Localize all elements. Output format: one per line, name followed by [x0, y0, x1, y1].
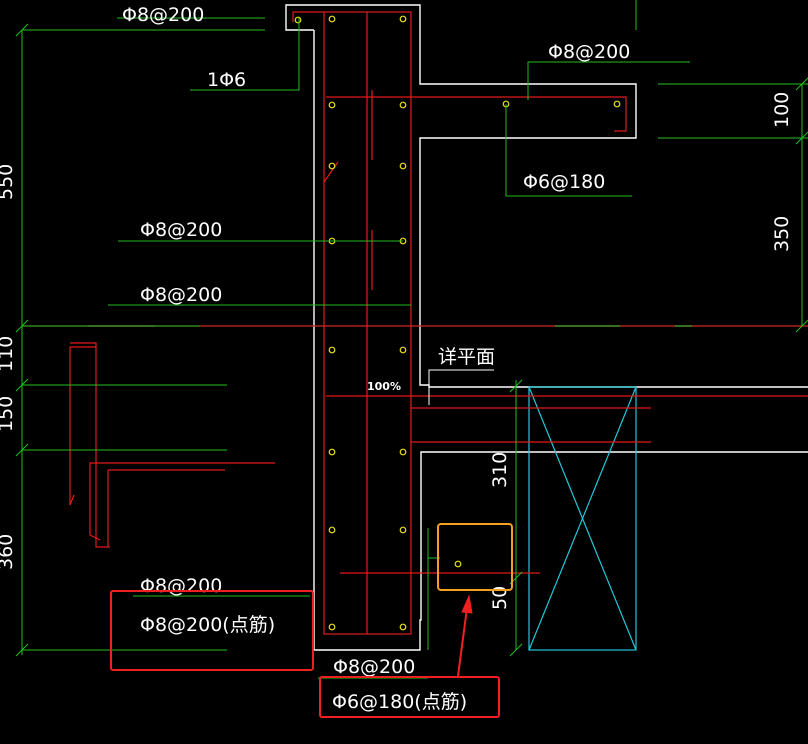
dimension-labels: 100 350 310 50 550 110 150 360: [0, 92, 793, 610]
left-hook-rebar: [69, 342, 97, 506]
label-bottom-phi8-200: Φ8@200: [140, 575, 222, 597]
left-l-rebar: [89, 462, 275, 541]
dim-mid-310: 310: [489, 452, 511, 488]
rebar-dots: [294, 15, 621, 631]
label-bottom-phi8-200-dots: Φ8@200(点筋): [140, 614, 275, 636]
dim-left-110: 110: [0, 336, 17, 372]
highlight-left-dots-box: [110, 590, 314, 671]
highlight-arrow-head: [461, 594, 473, 614]
dim-mid-50: 50: [489, 586, 511, 610]
label-left-phi8-200-b: Φ8@200: [140, 284, 222, 306]
rebar-lines: [22, 11, 808, 635]
label-bottom-phi8-200-b: Φ8@200: [333, 656, 415, 678]
label-percent: 100%: [367, 380, 401, 393]
label-bottom-phi6-180-dots: Φ6@180(点筋): [332, 691, 467, 713]
opening-box-x: [528, 386, 637, 651]
dim-left-150: 150: [0, 396, 17, 432]
label-detail-plan: 详平面: [438, 346, 495, 368]
detail-plan-leader: [428, 369, 494, 405]
highlight-bottom-dots-box: [319, 676, 500, 718]
rebar-labels: Φ8@200 1Φ6 Φ8@200 Φ6@180 Φ8@200 Φ8@200 详…: [122, 4, 630, 713]
dim-left-550: 550: [0, 164, 17, 200]
dim-right-100: 100: [771, 92, 793, 128]
leader-lines: [88, 17, 692, 679]
highlight-point-rebar-box: [437, 523, 513, 591]
dim-right-350: 350: [771, 216, 793, 252]
highlight-arrow-shaft: [457, 607, 468, 677]
label-top-phi8-200: Φ8@200: [122, 4, 204, 26]
label-right-phi6-180: Φ6@180: [523, 171, 605, 193]
dim-left-360: 360: [0, 534, 17, 570]
label-left-phi8-200-a: Φ8@200: [140, 219, 222, 241]
annotation-highlights: [110, 523, 513, 718]
label-right-phi8-200: Φ8@200: [548, 41, 630, 63]
label-one-phi6: 1Φ6: [207, 69, 246, 91]
dimension-lines: [15, 0, 808, 657]
beam-rebar: [326, 96, 627, 132]
structure-outline: [285, 4, 808, 651]
lower-outline: [314, 451, 808, 651]
top-cap-rebar: [292, 11, 324, 22]
